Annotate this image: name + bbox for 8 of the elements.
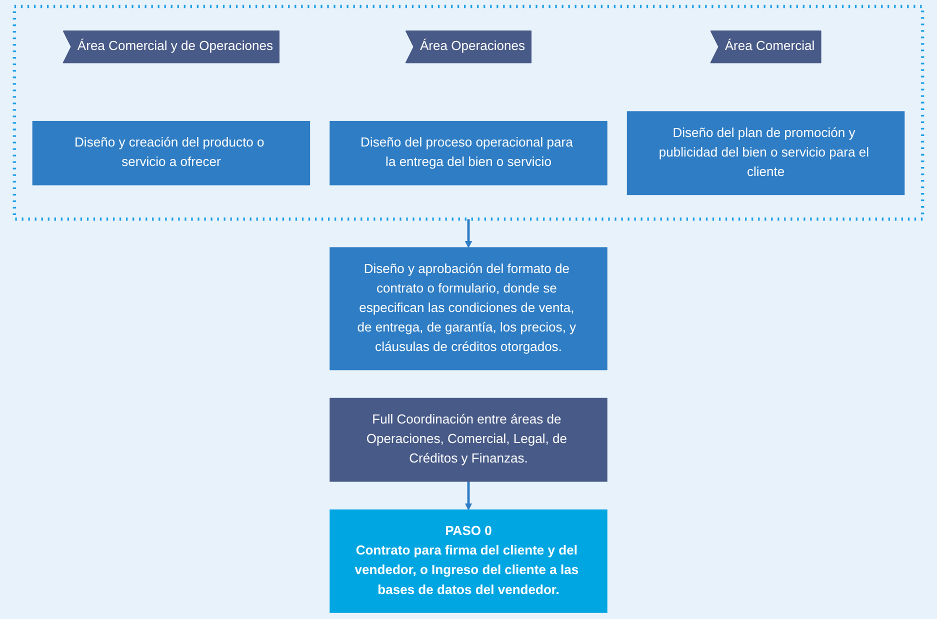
node-box: Diseño del plan de promoción y publicidad del bien o servicio para el cliente <box>626 111 905 196</box>
node-box: PASO 0 Contrato para firma del cliente y del vendedor, o Ingreso del cliente a las bases de datos del vendedor. <box>330 509 608 613</box>
arrow <box>464 219 472 248</box>
node-box: Diseño y aprobación del formato de contrato o formulario, donde se especifican las condiciones de venta, de entrega, de garantía, los precios, y cláusulas de créditos otorgados. <box>330 247 608 370</box>
node-box: Diseño del proceso operacional para la entrega del bien o servicio <box>330 120 608 186</box>
node-box: Full Coordinación entre áreas de Operaciones, Comercial, Legal, de Créditos y Finanzas. <box>330 398 608 482</box>
arrow <box>464 481 472 510</box>
node-box: Diseño y creación del producto o servicio a ofrecer <box>32 120 310 186</box>
